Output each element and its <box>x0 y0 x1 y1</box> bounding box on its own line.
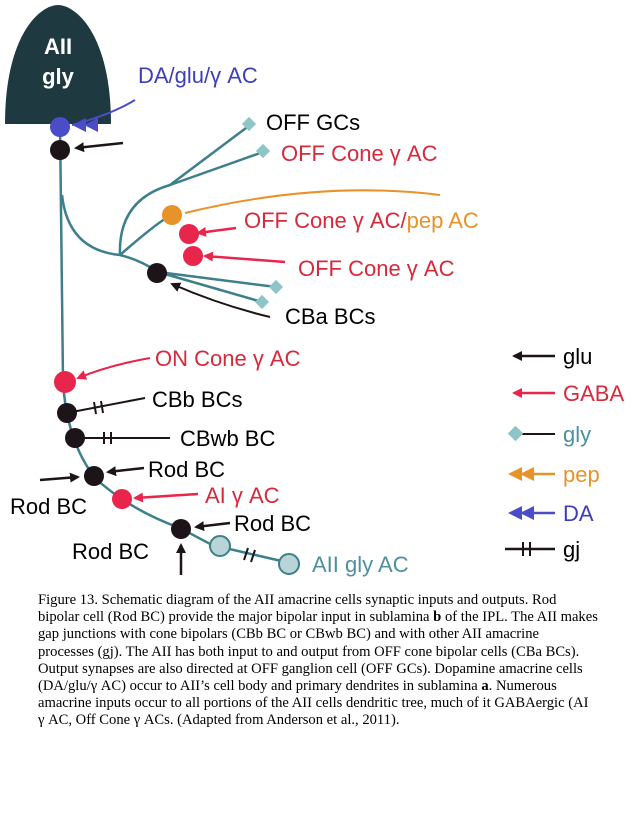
aii-synapse-diagram: AII gly DA/glu/γ AC OFF GCs OFF Cone γ A… <box>5 5 624 577</box>
rod-bc-2-label: Rod BC <box>10 494 87 519</box>
caption-part-1: Figure 13. Schematic diagram of the AII … <box>38 592 557 626</box>
cbwb-bc: CBwb BC <box>65 426 275 451</box>
gaba-synapse-on <box>54 371 76 393</box>
da-input-label: DA/glu/γ AC <box>138 63 258 88</box>
diamond-icon <box>507 425 524 442</box>
legend-label-pep: pep <box>563 462 600 487</box>
off-cone-pep-label-a: OFF Cone γ AC <box>244 208 401 233</box>
caption-bold-a: a <box>481 678 489 695</box>
legend-item-da: DA <box>508 501 594 526</box>
gaba-synapse-pep <box>179 224 199 244</box>
pep-input <box>162 189 441 225</box>
gly-synapse-aii-2 <box>278 553 300 575</box>
off-cone-ac-2: OFF Cone γ AC <box>183 246 455 281</box>
cbwb-bc-label: CBwb BC <box>180 426 275 451</box>
off-cone-pep-label-sep: / <box>400 208 407 233</box>
cba-bcs-label: CBa BCs <box>285 304 375 329</box>
legend-item-glu: glu <box>512 344 592 369</box>
legend-label-gj: gj <box>563 537 580 562</box>
legend-item-pep: pep <box>508 462 600 487</box>
legend-item-gaba: GABA <box>512 381 624 406</box>
legend-item-gj: gj <box>505 537 580 562</box>
pep-synapse <box>162 205 182 225</box>
off-cone-ac-2-label: OFF Cone γ AC <box>298 256 455 281</box>
on-cone-ac-label: ON Cone γ AC <box>155 346 301 371</box>
off-gcs-label: OFF GCs <box>266 110 360 135</box>
da-synapse <box>50 117 70 137</box>
rod-bc-3-label: Rod BC <box>234 511 311 536</box>
glu-synapse-cba <box>147 263 167 283</box>
da-input: DA/glu/γ AC <box>50 63 258 137</box>
double-arrow-icon <box>508 467 534 481</box>
ai-ac: AI γ AC <box>112 483 280 509</box>
caption-part-2: of the IPL. The AII makes gap junctions … <box>38 609 598 695</box>
cbb-bcs-label: CBb BCs <box>152 387 242 412</box>
caption-bold-b: b <box>433 609 442 626</box>
off-cone-ac-1-label: OFF Cone γ AC <box>281 141 438 166</box>
off-cone-pep-label-b: pep AC <box>407 208 479 233</box>
off-cone-ac-1: OFF Cone γ AC <box>255 141 438 166</box>
glu-synapse-rod-1 <box>84 466 104 486</box>
soma-label-gly: gly <box>42 64 75 89</box>
double-arrow-icon <box>508 506 534 520</box>
off-cone-pep-ac-label: OFF Cone γ AC/pep AC <box>244 208 479 233</box>
ai-ac-label: AI γ AC <box>205 483 280 508</box>
glu-synapse-rod-2 <box>171 519 191 539</box>
legend-label-da: DA <box>563 501 594 526</box>
legend-label-gaba: GABA <box>563 381 624 406</box>
aii-soma: AII gly <box>5 5 111 124</box>
legend-label-glu: glu <box>563 344 592 369</box>
legend-label-gly: gly <box>563 422 591 447</box>
legend-item-gly: gly <box>507 422 591 447</box>
gly-synapse-aii-1 <box>209 535 231 557</box>
cba-bcs: CBa BCs <box>147 263 375 329</box>
rod-bc-1-label: Rod BC <box>148 457 225 482</box>
glu-synapse-soma <box>50 140 70 160</box>
off-cone-pep-ac: OFF Cone γ AC/pep AC <box>179 208 479 244</box>
gaba-synapse-off-2 <box>183 246 203 266</box>
gj-synapse-cbb <box>57 403 77 423</box>
aii-gly-ac-label: AII gly AC <box>312 552 409 577</box>
off-gcs-output: OFF GCs <box>241 110 360 135</box>
aii-gly-ac: AII gly AC <box>209 535 409 577</box>
cbb-bcs: CBb BCs <box>57 387 242 423</box>
gj-synapse-cbwb <box>65 428 85 448</box>
soma-label-aii: AII <box>44 34 72 59</box>
gaba-synapse-ai <box>112 489 132 509</box>
caption-part-3: . Numerous amacrine inputs occur to all … <box>38 678 589 729</box>
glu-input-soma <box>50 140 124 160</box>
on-cone-ac: ON Cone γ AC <box>54 346 301 393</box>
rod-bc-upper: Rod BC Rod BC <box>10 457 225 519</box>
rod-bc-4-label: Rod BC <box>72 539 149 564</box>
figure-caption: Figure 13. Schematic diagram of the AII … <box>38 592 598 730</box>
legend: glu GABA gly pep DA gj <box>505 344 624 562</box>
rod-bc-lower: Rod BC Rod BC <box>72 511 311 575</box>
